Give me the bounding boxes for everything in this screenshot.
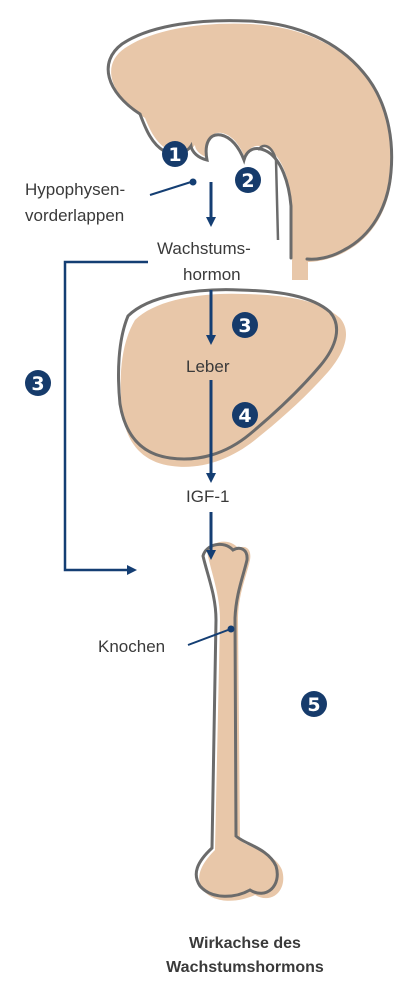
label-hormon: hormon xyxy=(183,265,241,284)
badge-1-text: 1 xyxy=(168,144,181,166)
label-vorderlappen: vorderlappen xyxy=(25,206,124,225)
bone-leader-dot xyxy=(228,626,235,633)
label-wachstums: Wachstums- xyxy=(157,239,251,258)
badge-2-text: 2 xyxy=(241,170,254,192)
brain-fill xyxy=(111,24,393,280)
label-knochen: Knochen xyxy=(98,637,165,656)
bone-illustration xyxy=(196,542,283,901)
label-igf1: IGF-1 xyxy=(186,487,229,506)
label-leber: Leber xyxy=(186,357,230,376)
badge-5: 5 xyxy=(301,691,327,717)
label-hypophysen: Hypophysen- xyxy=(25,180,125,199)
caption-line-2: Wachstumshormons xyxy=(166,959,324,976)
badge-3-left: 3 xyxy=(25,370,51,396)
badge-2: 2 xyxy=(235,167,261,193)
badge-3-left-text: 3 xyxy=(31,373,44,395)
liver-illustration xyxy=(119,290,346,467)
hypophysis-leader-line xyxy=(150,182,191,195)
badge-4: 4 xyxy=(232,402,258,428)
badge-3-liver: 3 xyxy=(232,312,258,338)
badge-1: 1 xyxy=(162,141,188,167)
badge-3-liver-text: 3 xyxy=(238,315,251,337)
brainstem-inner-outline xyxy=(258,146,278,240)
badge-4-text: 4 xyxy=(238,405,251,427)
caption-line-1: Wirkachse des xyxy=(189,935,301,952)
badge-5-text: 5 xyxy=(307,694,320,716)
hypophysis-leader-dot xyxy=(190,179,197,186)
